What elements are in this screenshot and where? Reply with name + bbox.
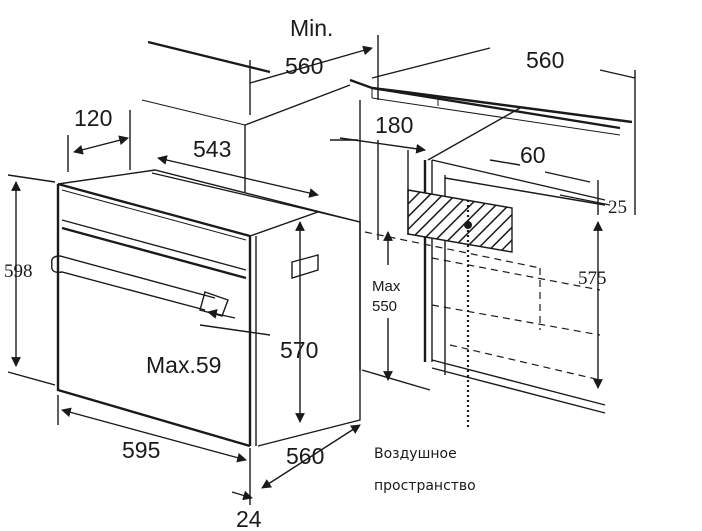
label-max-value: 550 bbox=[372, 298, 397, 315]
dim-25-line bbox=[559, 194, 611, 206]
label-panel-depth: 120 bbox=[74, 105, 112, 131]
label-oven-width: 595 bbox=[122, 437, 160, 463]
dim-59-line bbox=[199, 324, 271, 336]
hidden-line-1 bbox=[364, 231, 541, 269]
label-oven-depth: 560 bbox=[286, 443, 324, 469]
right-panel-top bbox=[427, 107, 521, 161]
oven-top-inner bbox=[151, 172, 319, 213]
dim-180-arrow bbox=[339, 137, 426, 154]
dimension-lines bbox=[7, 35, 636, 505]
dim-543-arrow bbox=[157, 155, 319, 198]
label-oven-top-depth: 543 bbox=[193, 136, 231, 162]
label-max: Max bbox=[372, 278, 401, 295]
worktop-underside bbox=[371, 97, 621, 136]
dim-560b-arrow bbox=[261, 424, 361, 489]
dim-min560-arrow bbox=[249, 45, 373, 84]
niche-top-left-edge bbox=[244, 84, 351, 126]
label-min: Min. bbox=[290, 15, 333, 41]
niche-floor-right-2 bbox=[431, 367, 606, 414]
label-air-space-line1: Воздушное bbox=[374, 446, 457, 462]
side-bracket bbox=[291, 254, 319, 279]
niche-floor-right bbox=[431, 359, 606, 406]
hidden-line-4 bbox=[449, 344, 601, 381]
label-oven-height: 598 bbox=[4, 261, 33, 282]
dim-min560-line bbox=[147, 40, 271, 74]
dim-560r-left bbox=[371, 47, 491, 79]
dim-120-guide bbox=[141, 99, 246, 126]
label-cabinet-depth: 180 bbox=[375, 112, 413, 138]
dim-60-right bbox=[544, 171, 591, 183]
front-frame-inner-top bbox=[61, 189, 247, 241]
niche-top-right bbox=[431, 159, 606, 201]
handle-top bbox=[50, 255, 216, 299]
dim-598-ext-bottom bbox=[7, 371, 56, 386]
label-handle-projection: Max.59 bbox=[146, 352, 221, 378]
dimension-labels: Min. 560 560 120 543 180 60 25 575 Max 5… bbox=[4, 15, 627, 531]
dim-60-left bbox=[489, 159, 521, 166]
worktop-top-edge bbox=[371, 86, 633, 124]
hidden-line-3 bbox=[431, 304, 601, 336]
label-inner-height: 570 bbox=[280, 337, 318, 363]
dim-598-ext-top bbox=[7, 174, 56, 183]
handle-end bbox=[199, 291, 229, 317]
oven-right-side bbox=[249, 211, 361, 447]
label-top-offset: 25 bbox=[608, 197, 627, 218]
handle-bottom bbox=[51, 263, 206, 311]
label-niche-width-top: 560 bbox=[285, 53, 323, 79]
cabinet-niche bbox=[244, 78, 633, 428]
oven-top-surface bbox=[57, 169, 361, 223]
niche-top-shelf bbox=[444, 177, 606, 206]
dim-595-arrow bbox=[61, 407, 247, 463]
label-front-thickness: 24 bbox=[236, 506, 262, 531]
dim-24-arrow bbox=[231, 490, 253, 501]
door-top-edge bbox=[61, 226, 247, 280]
label-niche-height: 575 bbox=[578, 268, 607, 289]
niche-floor-left bbox=[361, 369, 431, 391]
dim-560r-right bbox=[599, 69, 636, 79]
hidden-line-2 bbox=[431, 257, 601, 291]
control-panel-bottom bbox=[61, 219, 247, 271]
air-flow-point bbox=[464, 221, 472, 229]
label-cabinet-width-right: 560 bbox=[526, 47, 564, 73]
label-back-gap: 60 bbox=[520, 142, 546, 168]
dim-59-arrow bbox=[207, 309, 236, 319]
label-air-space-line2: пространство bbox=[374, 478, 476, 494]
dim-120-arrow bbox=[73, 135, 129, 155]
vent-cutout bbox=[407, 189, 513, 253]
oven-body bbox=[50, 169, 361, 448]
